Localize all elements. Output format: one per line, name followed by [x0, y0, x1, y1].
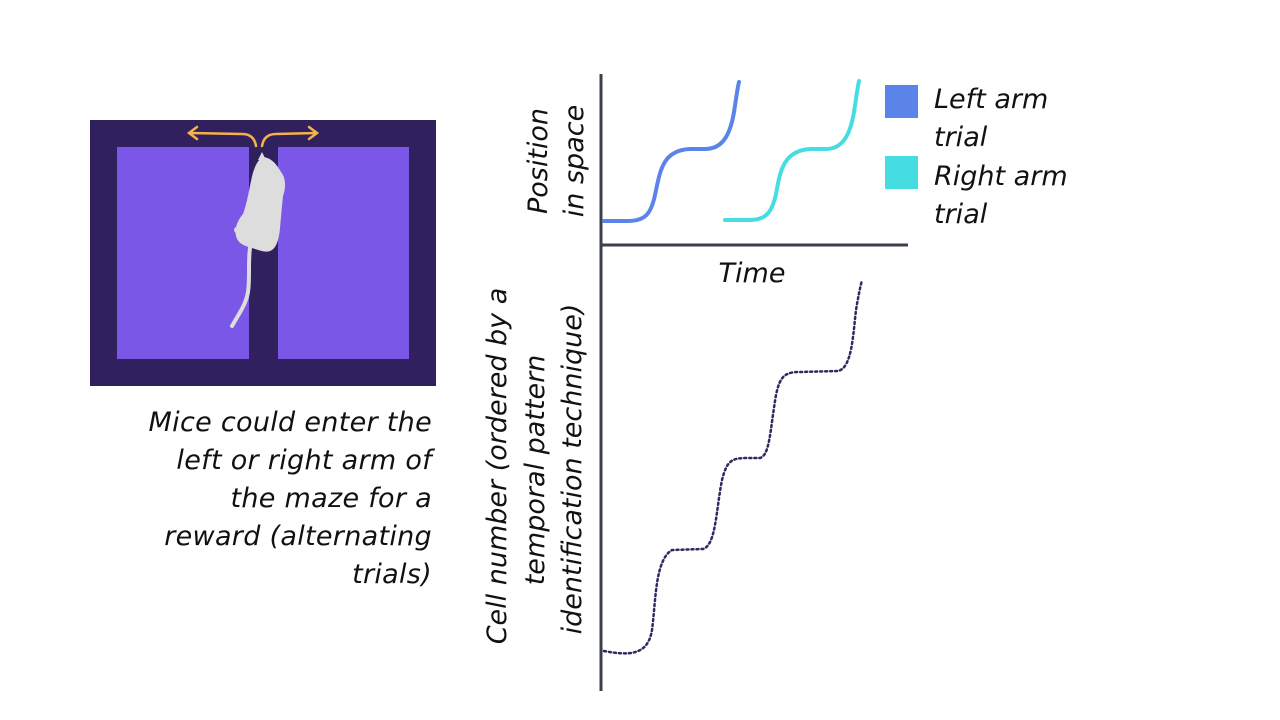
left-choice-arrow: [188, 131, 258, 148]
caption-line: Mice could enter the: [148, 407, 432, 438]
legend-swatch-right-arm: [885, 156, 918, 189]
legend-right-arm-line-2: trial: [934, 199, 988, 230]
caption-line: reward (alternating: [164, 521, 432, 552]
caption-line: the maze for a: [230, 483, 432, 514]
caption-line: left or right arm of: [176, 445, 432, 476]
maze-left-arm: [117, 147, 249, 359]
right-arm-trial-curve: [723, 79, 861, 222]
mouse-icon: [230, 152, 286, 328]
maze-caption: Mice could enter the left or right arm o…: [80, 404, 432, 594]
cell-axis-label-line-3: identification technique): [557, 304, 588, 635]
legend: Left arm trial Right arm trial: [885, 84, 1068, 230]
cell-sequence-curve: [602, 278, 864, 655]
cell-axis-label-line-2: temporal pattern: [520, 355, 551, 586]
maze-right-arm: [278, 147, 409, 359]
left-arm-trial-curve: [602, 80, 741, 223]
right-arrowhead: [307, 125, 320, 141]
caption-line: trials): [352, 559, 432, 590]
position-axis-label-line-1: Position: [523, 108, 554, 214]
legend-right-arm-line-1: Right arm: [934, 161, 1068, 192]
legend-left-arm-line-1: Left arm: [934, 84, 1048, 115]
position-axis-label-line-2: in space: [559, 105, 590, 217]
time-axis-label: Time: [719, 258, 786, 289]
legend-swatch-left-arm: [885, 85, 918, 118]
right-choice-arrow: [260, 131, 318, 148]
legend-left-arm-line-2: trial: [934, 122, 988, 153]
axes: [599, 74, 908, 691]
cell-axis-label-line-1: Cell number (ordered by a: [482, 288, 513, 645]
choice-arrows: [186, 125, 320, 148]
left-arrowhead: [186, 125, 199, 141]
